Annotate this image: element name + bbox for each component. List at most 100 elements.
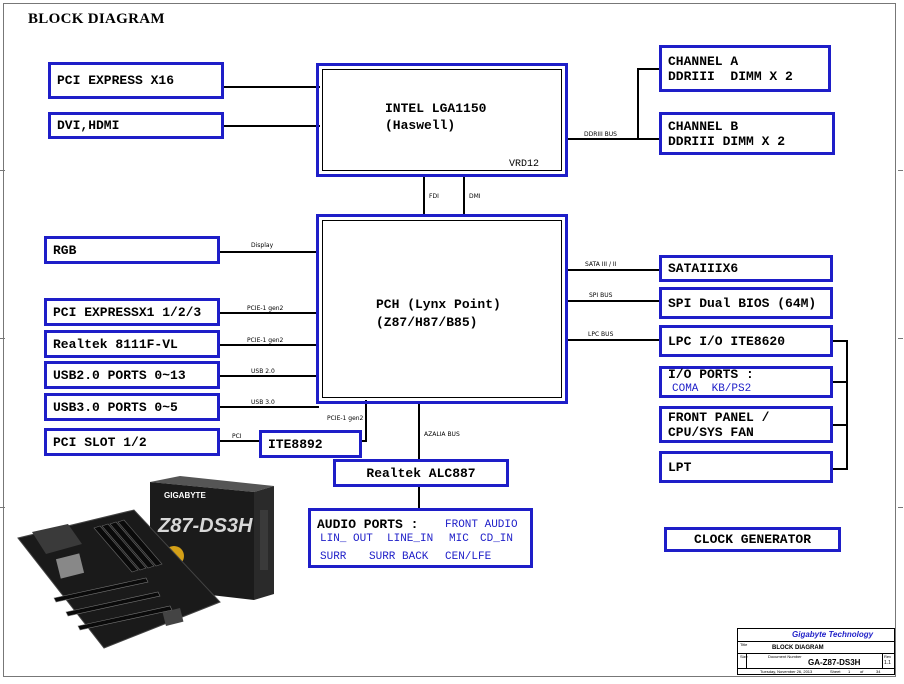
- audio-port-surr-back: SURR BACK: [369, 551, 429, 563]
- clock-generator-box: CLOCK GENERATOR: [664, 527, 841, 552]
- pcie-slots: [53, 577, 173, 631]
- sheet-label: Sheet: [830, 669, 841, 674]
- sata-line: [567, 269, 661, 271]
- frame-tick: [0, 338, 5, 339]
- lpc-bracket: [846, 340, 848, 470]
- lan-label: Realtek 8111F-VL: [53, 336, 178, 352]
- audio-port-line-out: LIN_ OUT: [320, 533, 373, 545]
- pci-slot-box: PCI SLOT 1/2: [44, 428, 220, 456]
- lan-line: [218, 344, 319, 346]
- lpc-bracket: [832, 468, 848, 470]
- of-label: of: [860, 669, 864, 674]
- spi-bios-label: SPI Dual BIOS (64M): [668, 295, 817, 311]
- io-ports-list: COMA KB/PS2: [672, 383, 752, 395]
- frame-tick: [0, 170, 5, 171]
- lpc-bracket: [832, 340, 848, 342]
- box-side-label: [260, 510, 268, 570]
- pcie-x16-label: PCI EXPRESS X16: [57, 73, 175, 88]
- dvi-hdmi-label: DVI,HDMI: [57, 118, 120, 133]
- lan-bus-label: PCIE-1 gen2: [247, 337, 284, 344]
- spi-line: [567, 300, 661, 302]
- azalia-bus-label: AZALIA BUS: [424, 431, 460, 438]
- usb3-bus-label: USB 3.0: [251, 399, 275, 406]
- cpu-block: INTEL LGA1150 (Haswell) VRD12: [316, 63, 568, 177]
- rgb-line: [218, 251, 319, 253]
- doc-number-label: Document Number: [768, 654, 802, 659]
- doc-number: GA-Z87-DS3H: [808, 658, 861, 667]
- audio-port-cd-in: CD_IN: [480, 533, 514, 545]
- size-label: Size: [740, 654, 748, 659]
- rgb-box: RGB: [44, 236, 220, 264]
- motherboard-product-image: GIGABYTE Z87-DS3H: [17, 476, 274, 649]
- pci-slot-label: PCI SLOT 1/2: [53, 434, 147, 450]
- audio-port-line-in: LINE_IN: [387, 533, 434, 545]
- dvi-line: [222, 125, 320, 127]
- pci-line: [218, 440, 261, 442]
- audio-ports-box: AUDIO PORTS : FRONT AUDIO LIN_ OUT LINE_…: [308, 508, 533, 568]
- pcie1-bus-label: PCIE-1 gen2: [247, 305, 284, 312]
- fan-label: CPU/SYS FAN: [668, 424, 754, 440]
- frame-tick: [898, 507, 903, 508]
- audio-port-front: FRONT AUDIO: [445, 519, 518, 531]
- pcie16-line: [222, 86, 320, 88]
- usb3-line: [218, 406, 319, 408]
- clock-generator-label: CLOCK GENERATOR: [693, 532, 812, 547]
- lan-box: Realtek 8111F-VL: [44, 330, 220, 358]
- lpt-box: LPT: [659, 451, 833, 483]
- of-value: 34: [876, 669, 881, 674]
- audio-codec-label: Realtek ALC887: [366, 465, 476, 481]
- ite8892-label: ITE8892: [268, 436, 323, 452]
- title-label: Title: [740, 642, 748, 647]
- frame-tick: [898, 170, 903, 171]
- rev-label: Rev: [884, 654, 892, 659]
- dmi-label: DMI: [469, 193, 481, 200]
- ite-line-h: [360, 440, 367, 442]
- usb3-box: USB3.0 PORTS 0~5: [44, 393, 220, 421]
- dimm-slots: [93, 519, 163, 573]
- channel-b-box: CHANNEL B DDRIII DIMM X 2: [659, 112, 835, 155]
- ddr-bus-vertical: [637, 68, 639, 140]
- front-panel-label: FRONT PANEL /: [668, 409, 770, 425]
- sata-label: SATAIIIX6: [668, 261, 739, 276]
- company-name: Gigabyte Technology: [792, 630, 874, 639]
- sheet-title: BLOCK DIAGRAM: [772, 645, 824, 651]
- title-block: Gigabyte Technology Title BLOCK DIAGRAM …: [737, 628, 895, 675]
- fdi-label: FDI: [429, 193, 439, 200]
- pch-block: PCH (Lynx Point) (Z87/H87/B85): [316, 214, 568, 404]
- pcie-x1-box: PCI EXPRESSX1 1/2/3: [44, 298, 220, 326]
- ite-line-v: [365, 400, 367, 442]
- audio-codec-box: Realtek ALC887: [333, 459, 509, 487]
- audio-ports-title: AUDIO PORTS :: [317, 517, 419, 532]
- pci-bus-label: PCI: [232, 433, 242, 440]
- lpc-io-box: LPC I/O ITE8620: [659, 325, 833, 357]
- sata-box: SATAIIIX6: [659, 255, 833, 282]
- pcie1-line: [218, 312, 319, 314]
- dvi-hdmi-box: DVI,HDMI: [48, 112, 224, 139]
- pcie-x16-box: PCI EXPRESS X16: [48, 62, 224, 99]
- azalia-line: [418, 401, 420, 461]
- ddr-bus-label: DDRIII BUS: [584, 131, 617, 138]
- pch-name: PCH (Lynx Point): [376, 297, 501, 312]
- usb2-label: USB2.0 PORTS 0~13: [53, 367, 186, 383]
- rgb-bus-label: Display: [251, 242, 274, 249]
- channel-b-label: CHANNEL B: [668, 118, 739, 134]
- rev-value: 1.1: [884, 660, 891, 666]
- channel-a-box: CHANNEL A DDRIII DIMM X 2: [659, 45, 831, 92]
- frame-tick: [898, 338, 903, 339]
- lpc-bracket: [832, 381, 848, 383]
- audio-ports-line: [418, 485, 420, 511]
- lpc-io-label: LPC I/O ITE8620: [668, 333, 786, 349]
- frame-tick: [0, 507, 5, 508]
- channel-a-dimm: DDRIII DIMM X 2: [668, 68, 793, 84]
- dmi-line: [463, 175, 465, 217]
- pch-variants: (Z87/H87/B85): [376, 315, 478, 330]
- chipset-heatsink: [162, 608, 184, 626]
- pcie-x1-label: PCI EXPRESSX1 1/2/3: [53, 304, 202, 320]
- box-model-text: Z87-DS3H: [157, 515, 253, 537]
- cpu-name: INTEL LGA1150: [385, 101, 487, 116]
- rgb-label: RGB: [53, 242, 77, 258]
- lpc-bus-label: LPC BUS: [588, 331, 614, 338]
- usb2-bus-label: USB 2.0: [251, 368, 275, 375]
- spi-bus-label: SPI BUS: [589, 292, 613, 299]
- audio-port-mic: MIC: [449, 533, 469, 545]
